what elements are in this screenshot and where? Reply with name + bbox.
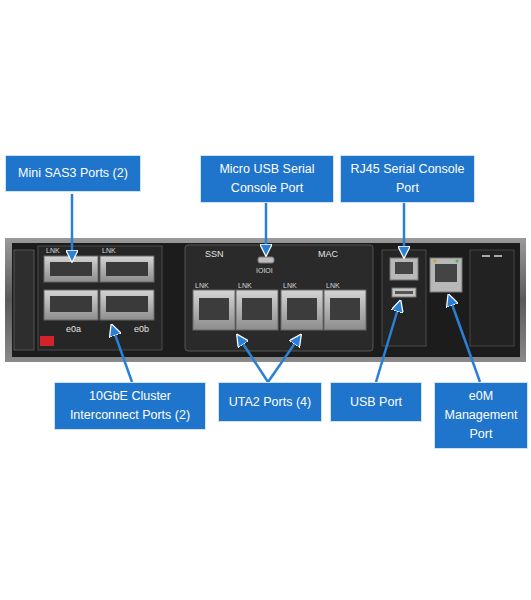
- port-label: LNK: [46, 247, 60, 254]
- leader-line: [265, 200, 268, 254]
- cluster-port: [100, 290, 154, 320]
- port-opening: [50, 296, 92, 312]
- port-opening: [435, 264, 457, 282]
- port-opening: [395, 291, 413, 294]
- port-opening: [106, 262, 148, 276]
- callout-text: RJ45 Serial Console Port: [347, 160, 468, 198]
- callout-text: Micro USB Serial Console Port: [207, 160, 327, 198]
- port-label: LNK: [195, 282, 209, 289]
- rj45-console-port: [390, 258, 418, 280]
- led: [434, 260, 437, 263]
- port-label: LNK: [283, 282, 297, 289]
- handle-area: [470, 250, 514, 346]
- led: [456, 260, 459, 263]
- red-tab: [40, 336, 54, 346]
- leader-line: [238, 336, 268, 382]
- port-label: LNK: [102, 247, 116, 254]
- port-opening: [242, 298, 272, 320]
- sas-port: [100, 256, 154, 282]
- port-label: LNK: [238, 282, 252, 289]
- callout-box: Micro USB Serial Console Port: [200, 155, 334, 203]
- port-opening: [199, 298, 229, 320]
- leader-line: [268, 336, 300, 382]
- port-opening: [330, 298, 360, 320]
- uta2-port: [236, 290, 278, 330]
- callout-box: USB Port: [330, 382, 422, 422]
- right-section: [382, 250, 426, 346]
- micro-usb-port: [258, 257, 274, 263]
- usb-port: [392, 288, 416, 297]
- port-opening: [50, 262, 92, 276]
- leader-lines: [72, 194, 480, 382]
- callout-text: 10GbE Cluster Interconnect Ports (2): [61, 387, 199, 425]
- handle-icon: [482, 255, 502, 257]
- left-module: [38, 246, 162, 350]
- callout-text: e0M Management Port: [441, 387, 521, 443]
- leader-line: [71, 194, 74, 260]
- panel-label: SSN: [205, 250, 224, 259]
- uta2-port: [324, 290, 366, 330]
- port-label: LNK: [326, 282, 340, 289]
- callout-text: USB Port: [350, 393, 402, 412]
- chassis: [5, 238, 526, 362]
- leader-line: [449, 296, 480, 382]
- latch: [14, 250, 34, 350]
- port-name: e0b: [134, 325, 149, 334]
- e0m-port: [430, 258, 462, 292]
- callout-text: UTA2 Ports (4): [229, 393, 311, 412]
- port-opening: [106, 296, 148, 312]
- port-opening: [287, 298, 317, 320]
- callout-box: 10GbE Cluster Interconnect Ports (2): [54, 382, 206, 430]
- port-name: e0a: [66, 325, 81, 334]
- uta2-module: [185, 245, 373, 351]
- leader-line: [376, 302, 400, 382]
- callout-box: UTA2 Ports (4): [218, 382, 322, 422]
- serial-symbol: IOIOI: [256, 267, 273, 274]
- leader-line: [112, 326, 132, 382]
- callout-text: Mini SAS3 Ports (2): [18, 164, 128, 183]
- cluster-port: [44, 290, 98, 320]
- uta2-port: [193, 290, 235, 330]
- port-opening: [395, 262, 413, 274]
- uta2-port: [281, 290, 323, 330]
- chassis-face: [12, 243, 520, 357]
- panel-label: MAC: [318, 250, 338, 259]
- callout-box: RJ45 Serial Console Port: [340, 155, 475, 203]
- callout-box: e0M Management Port: [434, 382, 528, 449]
- callout-box: Mini SAS3 Ports (2): [5, 155, 141, 192]
- leader-line: [403, 197, 406, 256]
